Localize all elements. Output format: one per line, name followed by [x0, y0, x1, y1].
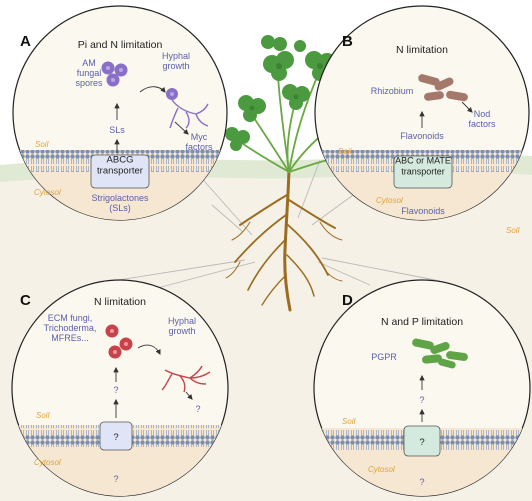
panel-a-compound-label: Strigolactones(SLs): [91, 193, 149, 213]
panel-a-title: Pi and N limitation: [78, 39, 163, 51]
panel-b-letter: B: [342, 33, 353, 50]
panel-c-cytosol-label: Cytosol: [34, 458, 61, 467]
panel-b-soil-label: Soil: [338, 147, 352, 156]
panel-a-myc-arrow: [174, 121, 189, 135]
panel-c: ? N limitation ECM fungi,Trichoderma,MFR…: [11, 279, 229, 497]
panel-d-microbe-label: PGPR: [371, 352, 397, 362]
hyphal-growth-icon: [161, 365, 211, 393]
panel-b-title: N limitation: [396, 44, 448, 56]
panel-c-microbes-label: ECM fungi,Trichoderma,MFREs...: [44, 313, 97, 343]
plant-roots: [225, 168, 343, 312]
panel-d-compound-q: ?: [419, 477, 424, 487]
panel-d-transporter-label: ?: [419, 437, 424, 448]
rhizobium-icon: [418, 74, 468, 102]
panel-b-nod-arrow: [461, 101, 473, 113]
panel-d-title: N and P limitation: [381, 316, 463, 328]
panel-a-germination-arrow: [139, 86, 166, 93]
panel-c-compound-q: ?: [113, 474, 118, 484]
panel-c-transporter-box: [99, 421, 133, 451]
panel-b-transporter-box: [393, 155, 453, 189]
panel-c-signal-q: ?: [113, 385, 118, 395]
panel-d-transporter-box: [403, 425, 441, 457]
panel-c-factor-arrow: [185, 391, 193, 400]
pgpr-bacteria-icon: [412, 338, 468, 369]
panel-a-cytosol-label: Cytosol: [34, 188, 61, 197]
hyphal-growth-icon: [166, 88, 209, 129]
panel-c-letter: C: [20, 292, 31, 309]
ground-soil-label: Soil: [506, 226, 520, 235]
panel-d-signal-q: ?: [419, 395, 424, 405]
panel-d-cytosol-label: Cytosol: [368, 465, 395, 474]
panel-b-microbe-label: Rhizobium: [371, 86, 414, 96]
panel-c-factor-q: ?: [195, 404, 200, 414]
panel-b-cytosol-label: Cytosol: [376, 196, 403, 205]
panel-c-soil-label: Soil: [36, 411, 50, 420]
panel-d-soil-label: Soil: [342, 417, 356, 426]
panel-c-growth-arrow: [137, 344, 161, 355]
panel-a-transporter-box: [90, 154, 150, 189]
panel-b-compound-label: Flavonoids: [401, 206, 445, 216]
panel-b-signal-label: Flavonoids: [400, 131, 444, 141]
panel-a-soil-label: Soil: [35, 140, 49, 149]
panel-c-transporter-label: ?: [113, 432, 118, 443]
panel-c-title: N limitation: [94, 296, 146, 308]
panel-d-letter: D: [342, 292, 353, 309]
panel-a-letter: A: [20, 33, 31, 50]
am-fungal-spores-icon: [101, 61, 128, 87]
panel-d: ? N and P limitation PGPR ? Soil Cytosol…: [313, 279, 531, 497]
panel-a-signal-label: SLs: [109, 125, 125, 135]
fungal-spores-icon: [105, 324, 133, 359]
